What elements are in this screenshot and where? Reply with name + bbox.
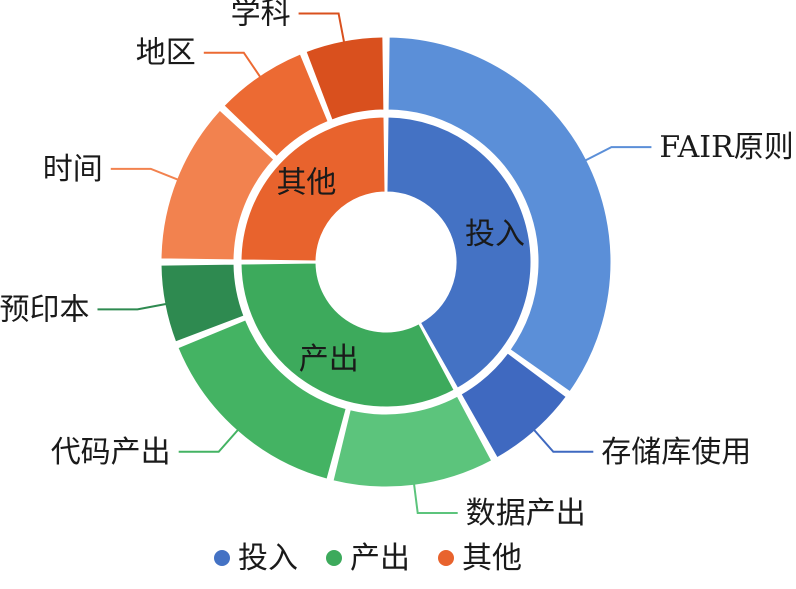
inner-slice-label-0: 投入 (465, 217, 525, 252)
inner-slice-label-1: 产出 (299, 342, 359, 377)
outer-ring (160, 36, 612, 488)
leader-line-2 (412, 482, 458, 515)
outer-slice-label-7: 学科 (231, 0, 291, 31)
inner-ring (240, 116, 532, 408)
outer-slice-label-2: 数据产出 (466, 496, 586, 531)
outer-slice-label-4: 预印本 (0, 292, 89, 327)
legend: 投入 产出 其他 (214, 541, 522, 576)
inner-slice-1 (240, 262, 455, 408)
legend-label-1: 产出 (350, 541, 410, 576)
inner-slice-2 (240, 116, 386, 262)
inner-slice-0 (386, 116, 532, 389)
leader-line-5 (110, 167, 180, 182)
legend-marker-2 (438, 550, 454, 566)
outer-slice-label-6: 地区 (136, 36, 196, 71)
inner-slice-label-2: 其他 (276, 165, 336, 200)
outer-slice-label-1: 存储库使用 (601, 435, 751, 470)
leader-line-7 (298, 12, 346, 45)
legend-label-0: 投入 (238, 541, 298, 576)
leader-line-1 (532, 427, 594, 453)
legend-marker-0 (214, 550, 230, 566)
legend-label-2: 其他 (462, 541, 522, 576)
outer-slice-1 (460, 352, 567, 459)
outer-slice-label-3: 代码产出 (51, 435, 171, 470)
leader-line-6 (203, 51, 263, 79)
outer-slice-4 (160, 263, 245, 343)
outer-slice-label-0: FAIR原则 (659, 130, 793, 165)
leader-lines (97, 12, 652, 515)
outer-slice-7 (305, 36, 385, 121)
outer-slice-3 (177, 319, 347, 480)
legend-marker-1 (326, 550, 342, 566)
leader-line-0 (583, 146, 652, 163)
outer-slice-2 (332, 395, 493, 488)
outer-slice-6 (223, 53, 329, 158)
leader-line-3 (178, 427, 240, 453)
leader-line-4 (97, 302, 169, 311)
outer-slice-0 (387, 36, 612, 393)
outer-slice-5 (160, 109, 275, 261)
outer-slice-label-5: 时间 (43, 152, 103, 187)
